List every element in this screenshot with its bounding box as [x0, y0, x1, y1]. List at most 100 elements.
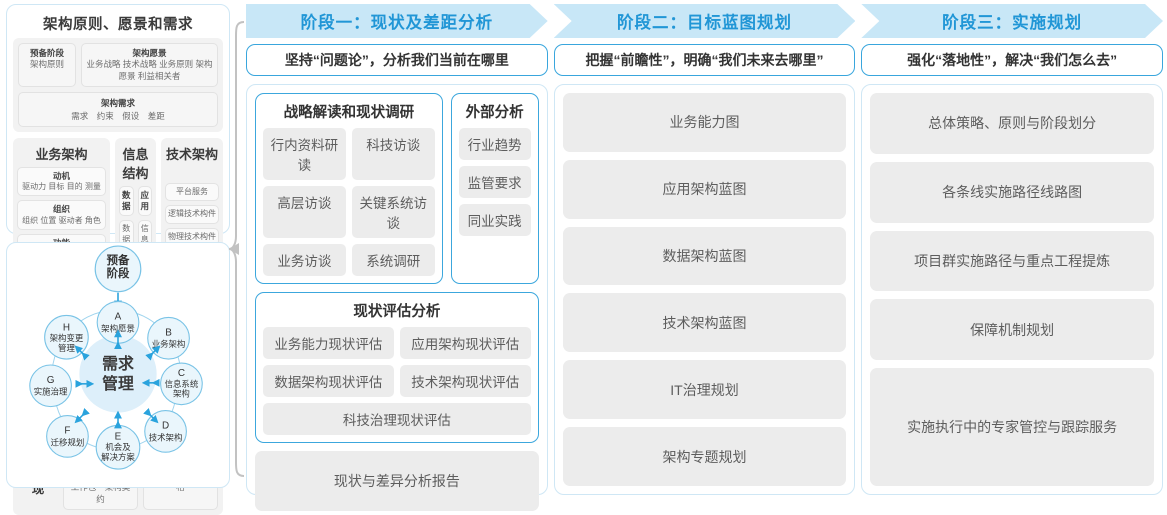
adm-prelim-line1: 预备 — [107, 253, 130, 267]
togaf-business-organization-items: 组织 位置 驱动者 角色 — [22, 215, 101, 225]
togaf-requirements-items: 需求 约束 假设 差距 — [71, 110, 165, 121]
adm-cycle-diagram: 预备 阶段 需求 管理 A 架构愿景 B 业务架构 — [29, 245, 203, 470]
list-item[interactable]: 架构专题规划 — [562, 427, 847, 486]
togaf-vision-items: 业务战略 技术战略 业务原则 架构愿景 利益相关者 — [86, 59, 213, 81]
pill-item[interactable]: 技术架构现状评估 — [399, 365, 531, 397]
togaf-business-motivation-items: 驱动力 目标 目的 测量 — [22, 182, 101, 192]
phase-2-column: 阶段二：目标蓝图规划 把握“前瞻性”，明确“我们未来去哪里” 业务能力图 应用架… — [553, 4, 856, 495]
phases-container: 阶段一：现状及差距分析 坚持“问题论”，分析我们当前在哪里 战略解读和现状调研 … — [236, 0, 1167, 511]
phase-2-body: 业务能力图 应用架构蓝图 数据架构蓝图 技术架构蓝图 IT治理规划 架构专题规划 — [553, 84, 856, 495]
list-item[interactable]: 项目群实施路径与重点工程提炼 — [870, 230, 1155, 292]
phase-2-header-label: 阶段二：目标蓝图规划 — [617, 14, 792, 32]
togaf-top-row: 预备阶段 架构原则 架构愿景 业务战略 技术战略 业务原则 架构愿景 利益相关者 — [18, 43, 218, 88]
adm-node-c: C 信息系统 架构 — [160, 362, 203, 406]
phase-2-header-wrap: 阶段二：目标蓝图规划 — [554, 4, 856, 38]
list-item[interactable]: 业务能力图 — [562, 93, 847, 152]
pill-item[interactable]: 行内资料研读 — [263, 128, 346, 180]
togaf-framework-panel: 架构原则、愿景和需求 预备阶段 架构原则 架构愿景 业务战略 技术战略 业务原则… — [6, 4, 230, 515]
pill-item[interactable]: 业务访谈 — [263, 244, 346, 276]
list-item[interactable]: 总体策略、原则与阶段划分 — [870, 93, 1155, 154]
phase-3-chevron[interactable]: 阶段三：实施规划 — [861, 4, 1163, 38]
togaf-business-organization: 组织 组织 位置 驱动者 角色 — [17, 200, 106, 230]
phase-3-item-stack: 总体策略、原则与阶段划分 各条线实施路径线路图 项目群实施路径与重点工程提炼 保… — [870, 93, 1155, 486]
adm-center-line1: 需求 — [102, 354, 134, 373]
togaf-reference-column: 架构原则、愿景和需求 预备阶段 架构原则 架构愿景 业务战略 技术战略 业务原则… — [0, 0, 245, 515]
list-item[interactable]: 数据架构蓝图 — [562, 226, 847, 286]
togaf-technology-logical: 逻辑技术构件 — [165, 205, 220, 224]
svg-text:D: D — [162, 420, 169, 431]
svg-text:H: H — [63, 322, 70, 333]
pill-item[interactable]: 科技治理现状评估 — [263, 403, 531, 435]
list-item[interactable]: IT治理规划 — [562, 360, 847, 420]
pill-item[interactable]: 关键系统访谈 — [351, 186, 435, 238]
togaf-business-organization-title: 组织 — [52, 204, 70, 215]
svg-text:架构: 架构 — [173, 389, 190, 399]
phase-2-chevron[interactable]: 阶段二：目标蓝图规划 — [554, 4, 856, 38]
phase-2-slogan: 把握“前瞻性”，明确“我们未来去哪里” — [553, 44, 856, 76]
phase-3-slogan: 强化“落地性”，解决“我们怎么去” — [861, 44, 1164, 76]
togaf-technology-platform: 平台服务 — [165, 183, 220, 202]
togaf-prelim-items: 架构原则 — [29, 59, 64, 70]
phase-1-header-label: 阶段一：现状及差距分析 — [300, 14, 494, 32]
togaf-prelim-title: 预备阶段 — [29, 48, 64, 58]
adm-node-prelim-circle — [94, 245, 142, 293]
pill-item[interactable]: 监管要求 — [458, 166, 531, 198]
pill-item[interactable]: 科技访谈 — [351, 128, 435, 180]
svg-text:管理: 管理 — [58, 343, 75, 353]
card-external-analysis-items: 行业趋势 监管要求 同业实践 — [458, 128, 531, 236]
adm-node-f: F 迁移规划 — [46, 414, 89, 458]
togaf-data-head-title: 数据 — [122, 190, 131, 212]
list-item[interactable]: 应用架构蓝图 — [562, 159, 847, 219]
svg-text:实施治理: 实施治理 — [34, 387, 68, 397]
togaf-requirements-box: 架构需求 需求 约束 假设 差距 — [18, 92, 218, 128]
togaf-requirements-title: 架构需求 — [100, 98, 135, 109]
phase-3-header-wrap: 阶段三：实施规划 — [861, 4, 1163, 38]
list-item[interactable]: 实施执行中的专家管控与跟踪服务 — [870, 368, 1155, 486]
card-current-assessment: 现状评估分析 业务能力现状评估 应用架构现状评估 数据架构现状评估 技术架构现状… — [255, 292, 539, 443]
pill-item[interactable]: 业务能力现状评估 — [263, 327, 394, 359]
card-external-analysis: 外部分析 行业趋势 监管要求 同业实践 — [450, 93, 539, 284]
togaf-information-head: 信息结构 — [122, 147, 149, 182]
pill-item[interactable]: 同业实践 — [458, 204, 531, 236]
pill-item[interactable]: 数据架构现状评估 — [263, 365, 394, 397]
list-item[interactable]: 保障机制规划 — [870, 299, 1155, 361]
card-external-analysis-title: 外部分析 — [465, 105, 524, 121]
card-current-assessment-title: 现状评估分析 — [353, 304, 441, 320]
svg-text:架构愿景: 架构愿景 — [101, 323, 135, 333]
phase-3-column: 阶段三：实施规划 强化“落地性”，解决“我们怎么去” 总体策略、原则与阶段划分 … — [861, 4, 1164, 495]
phase-1-header-wrap: 阶段一：现状及差距分析 — [246, 4, 548, 38]
togaf-business-motivation: 动机 驱动力 目标 目的 测量 — [17, 167, 106, 197]
adm-node-e: E 机会及 解决方案 — [95, 424, 141, 470]
togaf-vision-box: 架构愿景 业务战略 技术战略 业务原则 架构愿景 利益相关者 — [81, 43, 218, 88]
pill-item[interactable]: 行业趋势 — [458, 128, 531, 160]
phase-1-report[interactable]: 现状与差异分析报告 — [255, 451, 539, 511]
togaf-business-motivation-title: 动机 — [52, 171, 70, 182]
pill-item[interactable]: 应用架构现状评估 — [399, 327, 531, 359]
adm-center-circle — [79, 335, 157, 413]
phase-3-body: 总体策略、原则与阶段划分 各条线实施路径线路图 项目群实施路径与重点工程提炼 保… — [861, 84, 1164, 495]
togaf-application-head-title: 应用 — [140, 190, 150, 212]
svg-text:技术架构: 技术架构 — [149, 432, 183, 442]
togaf-prelim-box: 预备阶段 架构原则 — [18, 43, 76, 88]
card-strategy-survey-title: 战略解读和现状调研 — [283, 105, 415, 121]
list-item[interactable]: 各条线实施路径线路图 — [870, 161, 1155, 223]
phase-1-chevron[interactable]: 阶段一：现状及差距分析 — [246, 4, 548, 38]
adm-center-line2: 管理 — [102, 374, 134, 393]
list-item[interactable]: 技术架构蓝图 — [562, 293, 847, 353]
svg-text:E: E — [115, 431, 122, 442]
togaf-requirements-group: 预备阶段 架构原则 架构愿景 业务战略 技术战略 业务原则 架构愿景 利益相关者… — [13, 38, 223, 133]
phase-1-body: 战略解读和现状调研 行内资料研读 科技访谈 高层访谈 关键系统访谈 业务访谈 系… — [246, 84, 548, 511]
svg-text:B: B — [165, 327, 172, 338]
pill-item[interactable]: 高层访谈 — [263, 186, 346, 238]
svg-text:机会及: 机会及 — [105, 442, 131, 452]
svg-text:信息系统: 信息系统 — [165, 379, 199, 389]
card-strategy-survey-items: 行内资料研读 科技访谈 高层访谈 关键系统访谈 业务访谈 系统调研 — [263, 128, 435, 276]
card-current-assessment-items: 业务能力现状评估 应用架构现状评估 数据架构现状评估 技术架构现状评估 科技治理… — [263, 327, 531, 435]
card-strategy-survey: 战略解读和现状调研 行内资料研读 科技访谈 高层访谈 关键系统访谈 业务访谈 系… — [255, 93, 443, 284]
adm-node-g: G 实施治理 — [29, 364, 72, 408]
svg-text:业务架构: 业务架构 — [152, 339, 186, 349]
togaf-panel-title: 架构原则、愿景和需求 — [43, 17, 193, 33]
pill-item[interactable]: 系统调研 — [351, 244, 435, 276]
phase-1-slogan: 坚持“问题论”，分析我们当前在哪里 — [246, 44, 548, 76]
svg-text:A: A — [115, 311, 122, 322]
